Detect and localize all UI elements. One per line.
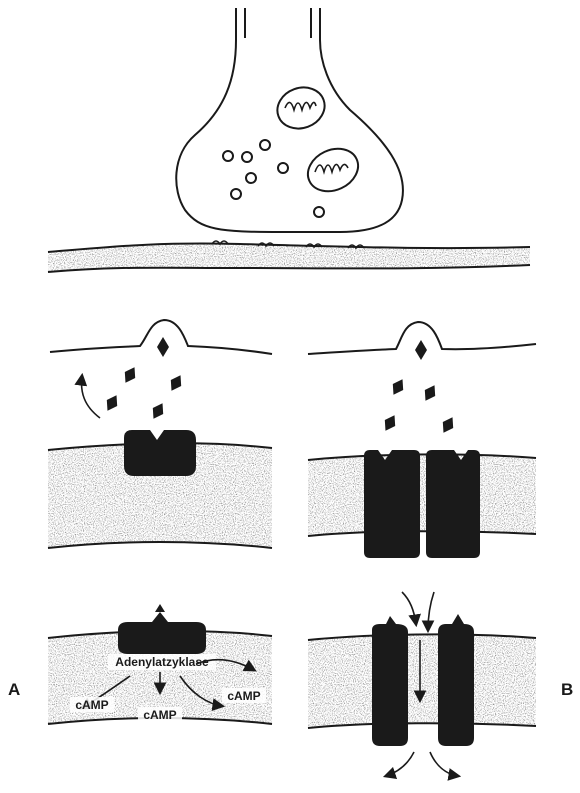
ion-flow-arrow: [430, 752, 458, 776]
ion-channel-open-right-icon: [438, 614, 474, 746]
neurotransmitter-diamonds: [380, 340, 457, 436]
ion-channel-closed-right-icon: [426, 450, 480, 558]
ion-channel-closed-left-icon: [364, 450, 420, 558]
camp-label-right: cAMP: [227, 689, 260, 703]
panel-a-receptor-binding: [48, 320, 272, 548]
presynaptic-terminal: [176, 8, 403, 232]
camp-label-left: cAMP: [75, 698, 108, 712]
mitochondrion-icon: [272, 81, 331, 135]
panel-label-b: B: [561, 680, 573, 699]
axon-outline: [176, 8, 403, 232]
reuptake-arrow: [82, 376, 100, 418]
mitochondrion-icon: [301, 141, 365, 199]
ion-flow-arrow: [428, 592, 434, 630]
panel-label-a: A: [8, 680, 20, 699]
ion-flow-arrow: [402, 592, 416, 624]
enzyme-label: Adenylatzyklase: [115, 655, 209, 669]
adenylate-cyclase-icon: [118, 612, 206, 654]
metabotropic-receptor-icon: [124, 430, 196, 476]
postsynaptic-membrane: [48, 241, 530, 272]
panel-b-channel-open: [308, 592, 536, 776]
panel-a-second-messenger: Adenylatzyklase cAMP cAMP cAMP: [48, 604, 272, 724]
ion-flow-arrow: [386, 752, 414, 776]
panel-b-channel-binding: [308, 322, 536, 558]
neurotransmitter-diamonds: [102, 337, 185, 422]
postsynaptic-band-b: [308, 454, 536, 536]
camp-label-center: cAMP: [143, 708, 176, 722]
ion-channel-open-left-icon: [372, 616, 408, 746]
axon-inner-line: [245, 8, 311, 38]
